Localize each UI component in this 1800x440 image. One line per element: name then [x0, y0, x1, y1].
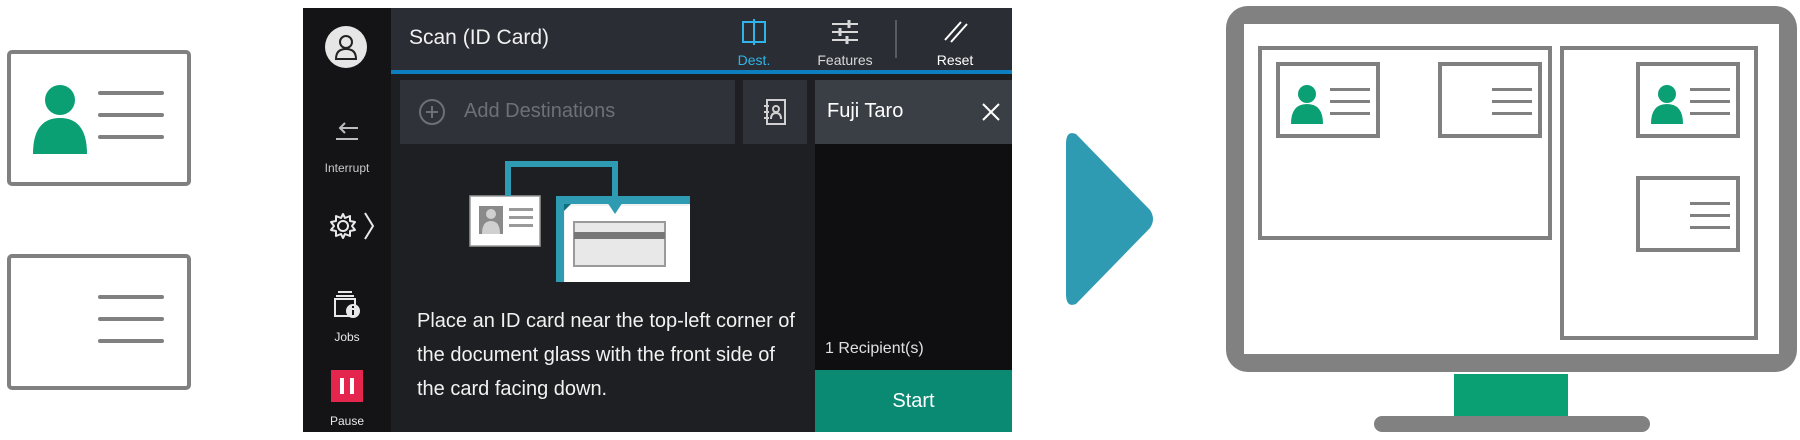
header-accent-line — [391, 70, 1012, 74]
user-button[interactable] — [325, 26, 367, 68]
reset-button[interactable]: Reset — [915, 12, 995, 70]
start-button[interactable]: Start — [815, 370, 1012, 432]
interrupt-icon — [336, 122, 358, 140]
instruction-text: Place an ID card near the top-left corne… — [417, 310, 795, 400]
interrupt-button[interactable]: Interrupt — [303, 112, 391, 182]
id-card-back-illustration — [7, 254, 191, 390]
features-icon — [832, 20, 858, 44]
scanned-id-front — [1636, 62, 1740, 138]
monitor-base — [1374, 416, 1650, 432]
scan-panel: Interrupt Jobs — [303, 8, 1012, 432]
dest-button[interactable]: Dest. — [719, 12, 789, 70]
pause-icon — [331, 370, 363, 402]
person-icon — [33, 85, 87, 154]
add-destinations-label: Add Destinations — [464, 100, 616, 122]
arrow-right-icon — [1066, 133, 1153, 305]
plus-circle-icon — [419, 99, 445, 125]
monitor-stand — [1454, 374, 1568, 418]
chevron-right-icon — [364, 212, 375, 240]
close-icon[interactable] — [981, 102, 1001, 122]
header-divider — [895, 20, 897, 58]
address-book-icon — [764, 99, 786, 125]
scanned-page-left — [1258, 46, 1552, 240]
header-bar — [391, 8, 1012, 70]
jobs-icon — [334, 291, 360, 318]
gear-icon — [330, 213, 356, 239]
address-book-button[interactable] — [743, 80, 807, 144]
sidebar: Interrupt Jobs — [303, 8, 391, 432]
person-icon — [1291, 85, 1323, 124]
dest-icon — [742, 19, 766, 45]
pause-button[interactable]: Pause — [303, 370, 391, 432]
monitor-screen — [1244, 24, 1779, 354]
scanned-id-front — [1276, 62, 1380, 138]
person-icon — [1651, 85, 1683, 124]
scanned-id-back — [1438, 62, 1542, 138]
recipient-count: 1 Recipient(s) — [825, 340, 924, 357]
pause-label: Pause — [329, 414, 365, 428]
scanned-id-back — [1636, 176, 1740, 252]
add-destinations-button[interactable]: Add Destinations — [400, 80, 735, 144]
settings-button[interactable] — [329, 208, 379, 244]
jobs-label: Jobs — [334, 330, 360, 344]
recipient-chip[interactable]: Fuji Taro — [815, 80, 1012, 144]
id-card-placement-illustration — [469, 161, 690, 282]
person-icon — [334, 35, 358, 60]
features-label: Features — [817, 52, 873, 68]
jobs-button[interactable]: Jobs — [303, 284, 391, 350]
features-button[interactable]: Features — [805, 12, 885, 70]
interrupt-label: Interrupt — [324, 161, 370, 175]
recipient-name: Fuji Taro — [827, 100, 904, 122]
dest-label: Dest. — [737, 52, 771, 68]
reset-label: Reset — [936, 52, 974, 68]
recipient-list — [815, 144, 1012, 378]
page-title: Scan (ID Card) — [409, 26, 550, 49]
id-card-front-illustration — [7, 50, 191, 186]
scanned-page-right — [1560, 46, 1758, 340]
reset-icon — [944, 21, 968, 43]
